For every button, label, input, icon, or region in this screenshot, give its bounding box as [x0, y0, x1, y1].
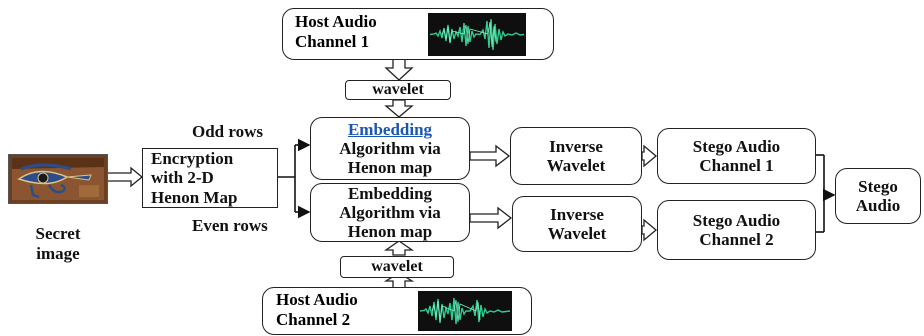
- secret-image-caption: Secret image: [30, 224, 86, 263]
- stego-audio-channel-1-box: Stego Audio Channel 1: [657, 128, 816, 184]
- inverse-wavelet-bottom-box: Inverse Wavelet: [512, 196, 642, 252]
- wavelet-top-label: wavelet: [372, 81, 424, 99]
- secret-line2: image: [36, 243, 80, 263]
- hollow-arrow-host1-wavelet: [384, 57, 414, 81]
- hollow-arrow-inverse-stego-top: [641, 144, 658, 168]
- hollow-arrow-embed-inverse-bottom: [469, 206, 513, 230]
- encryption-line1: Encryption: [151, 149, 234, 169]
- host-audio-channel-1-label: Host Audio Channel 1: [295, 12, 377, 51]
- wavelet-top-box: wavelet: [345, 80, 451, 100]
- hollow-arrow-secret-encryption: [106, 166, 144, 188]
- host2-line2: Channel 2: [276, 309, 351, 329]
- stego1-line2: Channel 1: [699, 156, 774, 175]
- embedding-bottom-box: Embedding Algorithm via Henon map: [310, 183, 470, 242]
- stego-audio-channel-2-box: Stego Audio Channel 2: [657, 200, 816, 260]
- embedding-top-box: Embedding Algorithm via Henon map: [310, 117, 470, 180]
- encryption-line2: with 2-D: [151, 168, 214, 188]
- wavelet-bottom-label: wavelet: [371, 258, 423, 276]
- stego-audio-box: Stego Audio: [835, 168, 921, 224]
- hollow-arrow-wavelet-embed2: [383, 240, 415, 256]
- stego2-line1: Stego Audio: [692, 210, 781, 230]
- inverse-wavelet-top-box: Inverse Wavelet: [510, 127, 642, 185]
- inverse-top-line1: Inverse: [549, 136, 603, 156]
- even-rows-label: Even rows: [192, 216, 268, 235]
- inverse-bottom-line1: Inverse: [550, 204, 604, 224]
- stego-audio-line2: Audio: [855, 196, 901, 215]
- hollow-arrow-wavelet-embed: [384, 99, 414, 118]
- embed-bottom-line1: Embedding: [347, 183, 433, 203]
- host1-line2: Channel 1: [295, 31, 370, 51]
- stego1-line1: Stego Audio: [692, 136, 781, 156]
- encryption-box: Encryption with 2-D Henon Map: [142, 148, 278, 208]
- embed-bottom-line3: Henon map: [347, 222, 433, 242]
- embedding-link[interactable]: Embedding: [347, 119, 433, 139]
- waveform-icon: [418, 291, 512, 331]
- host-audio-channel-2-label: Host Audio Channel 2: [276, 290, 358, 329]
- encryption-line3: Henon Map: [151, 187, 238, 207]
- waveform-icon: [428, 13, 526, 56]
- host1-line1: Host Audio: [295, 12, 377, 31]
- wavelet-bottom-box: wavelet: [340, 256, 454, 278]
- embed-top-line3: Henon map: [347, 158, 433, 178]
- stego-audio-line1: Stego: [858, 176, 898, 196]
- hollow-arrow-inverse-stego-bottom: [641, 218, 658, 242]
- embed-bottom-line2: Algorithm via: [339, 202, 441, 222]
- inverse-bottom-line2: Wavelet: [547, 224, 607, 243]
- inverse-top-line2: Wavelet: [546, 156, 606, 175]
- stego2-line2: Channel 2: [699, 230, 774, 249]
- secret-image: [8, 154, 108, 204]
- hollow-arrow-embed-inverse-top: [469, 144, 511, 168]
- odd-rows-label: Odd rows: [192, 122, 264, 141]
- embed-top-line2: Algorithm via: [339, 138, 441, 158]
- secret-line1: Secret: [35, 224, 81, 243]
- host2-line1: Host Audio: [276, 290, 358, 309]
